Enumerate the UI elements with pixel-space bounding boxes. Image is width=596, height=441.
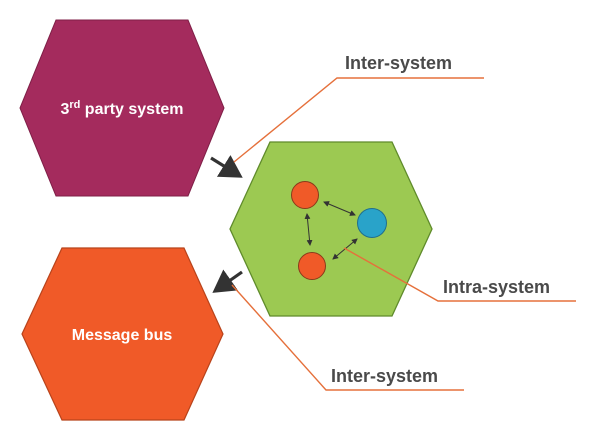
message-bus-label: Message bus [72,327,173,344]
third-party-hexagon [19,19,225,197]
leader-inter-bottom [231,284,464,391]
message-bus-hexagon [21,247,224,421]
component-orange-bottom [298,252,326,280]
core-system-hexagon [229,141,433,317]
component-orange-top [291,181,319,209]
callout-intra-system: Intra-system [443,277,550,297]
third-party-system-node: 3rd party system [19,19,225,197]
message-bus-node: Message bus [21,247,224,421]
arrow-core-to-message-bus [212,269,243,293]
leader-intra [343,247,576,302]
callout-inter-system-top: Inter-system [345,53,452,73]
core-system-node [229,141,433,317]
callout-inter-system-bottom: Inter-system [331,366,438,386]
intra-arrow-top-to-bottom [304,213,313,246]
component-blue [357,208,387,238]
intra-arrow-top-to-blue [323,201,356,216]
arrow-third-party-to-core [210,154,243,178]
third-party-label: 3rd party system [60,99,183,118]
leader-inter-top [233,77,484,163]
